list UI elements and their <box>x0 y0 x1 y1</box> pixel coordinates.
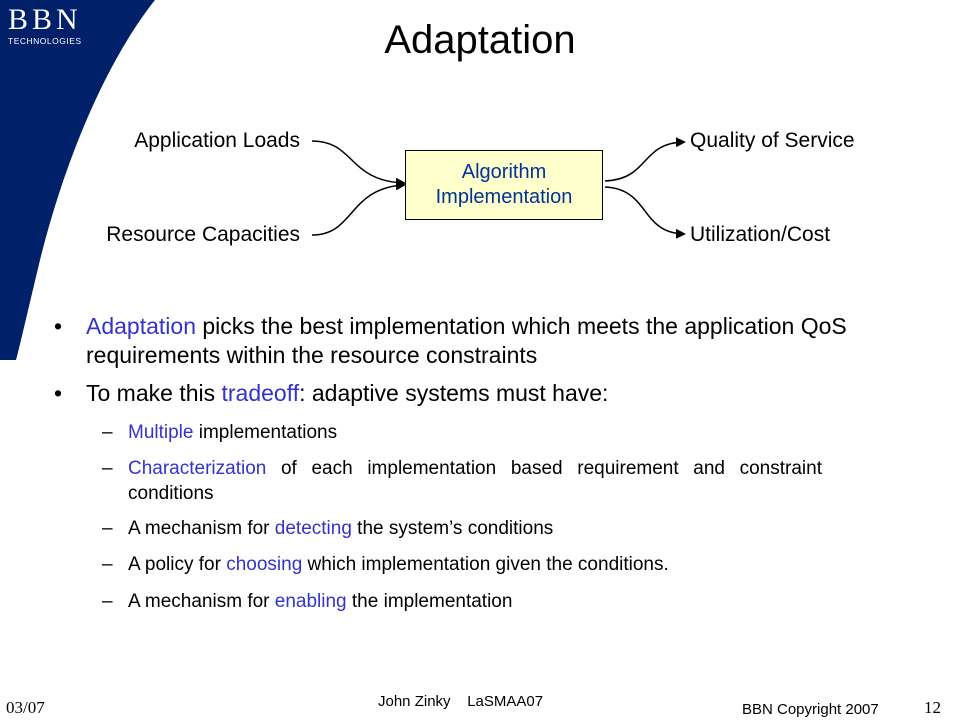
sub-bullet-marker: – <box>102 554 113 575</box>
logo-sub-text: TECHNOLOGIES <box>8 36 82 46</box>
sub-bullet-rest: the system’s conditions <box>351 518 554 539</box>
arrow-app-loads <box>311 140 406 188</box>
arrow-util <box>604 186 686 239</box>
bullet-text: To make this tradeoff: adaptive systems … <box>86 379 874 408</box>
arrow-qos <box>604 137 686 182</box>
bbn-logo: BBN TECHNOLOGIES <box>8 3 108 47</box>
sub-bullet-text: A mechanism for enabling the implementat… <box>128 589 822 614</box>
label-utilization-cost: Utilization/Cost <box>690 223 831 246</box>
highlight-term: detecting <box>274 518 352 539</box>
sub-bullet-marker: – <box>102 422 113 443</box>
highlight-term: Adaptation <box>86 313 196 339</box>
algorithm-implementation-box: Algorithm Implementation <box>405 150 603 220</box>
logo-main-text: BBN <box>8 3 82 36</box>
highlight-term: choosing <box>226 554 303 575</box>
sub-bullet-rest: implementations <box>193 422 338 443</box>
sub-bullet-rest: the implementation <box>346 591 513 612</box>
highlight-term: Characterization <box>128 458 267 479</box>
footer-copyright: BBN Copyright 2007 <box>742 701 879 718</box>
footer-author: John Zinky LaSMAA07 <box>378 693 544 710</box>
footer-page-number: 12 <box>924 698 941 717</box>
arrow-resource <box>311 180 406 236</box>
sub-bullet-rest: of each implementation based requirement… <box>128 458 822 504</box>
footer-date: 03/07 <box>6 698 45 717</box>
label-application-loads: Application Loads <box>134 129 300 152</box>
diagram-arrows <box>311 137 686 239</box>
sub-bullet-item: – A policy for choosing which implementa… <box>102 552 822 577</box>
box-line-1: Algorithm <box>461 161 547 183</box>
slide-title: Adaptation <box>384 18 576 62</box>
sub-bullet-item: – Characterization of each implementatio… <box>102 456 822 506</box>
highlight-term: enabling <box>274 591 347 612</box>
bullet-rest: : adaptive systems must have: <box>299 380 609 406</box>
bullet-pre: To make this <box>86 380 222 406</box>
bullet-text: Adaptation picks the best implementation… <box>86 312 874 370</box>
label-quality-of-service: Quality of Service <box>690 129 855 152</box>
label-resource-capacities: Resource Capacities <box>106 223 300 246</box>
bullet-marker: • <box>54 313 63 339</box>
sub-bullet-text: A policy for choosing which implementati… <box>128 552 822 577</box>
highlight-term: Multiple <box>128 422 194 443</box>
sub-bullet-pre: A mechanism for <box>128 591 275 612</box>
sub-bullet-item: – Multiple implementations <box>102 420 822 445</box>
sub-bullet-text: A mechanism for detecting the system’s c… <box>128 516 822 541</box>
sub-bullet-text: Multiple implementations <box>128 420 822 445</box>
bullet-marker: • <box>54 380 63 406</box>
sub-bullet-marker: – <box>102 518 113 539</box>
sub-bullet-text: Characterization of each implementation … <box>128 456 822 506</box>
bullet-rest: picks the best implementation which meet… <box>86 313 847 368</box>
sub-bullet-item: – A mechanism for enabling the implement… <box>102 589 822 614</box>
sub-bullet-marker: – <box>102 458 113 479</box>
adaptation-diagram: Application Loads Resource Capacities Al… <box>0 0 960 300</box>
box-line-2: Implementation <box>435 186 573 208</box>
sub-bullet-pre: A mechanism for <box>128 518 275 539</box>
bullet-item: • To make this tradeoff: adaptive system… <box>54 379 874 408</box>
sub-bullet-pre: A policy for <box>128 554 227 575</box>
sub-bullet-item: – A mechanism for detecting the system’s… <box>102 516 822 541</box>
sub-bullet-rest: which implementation given the condition… <box>302 554 669 575</box>
highlight-term: tradeoff <box>221 380 300 406</box>
sub-bullet-marker: – <box>102 591 113 612</box>
bullet-item: • Adaptation picks the best implementati… <box>54 312 874 370</box>
